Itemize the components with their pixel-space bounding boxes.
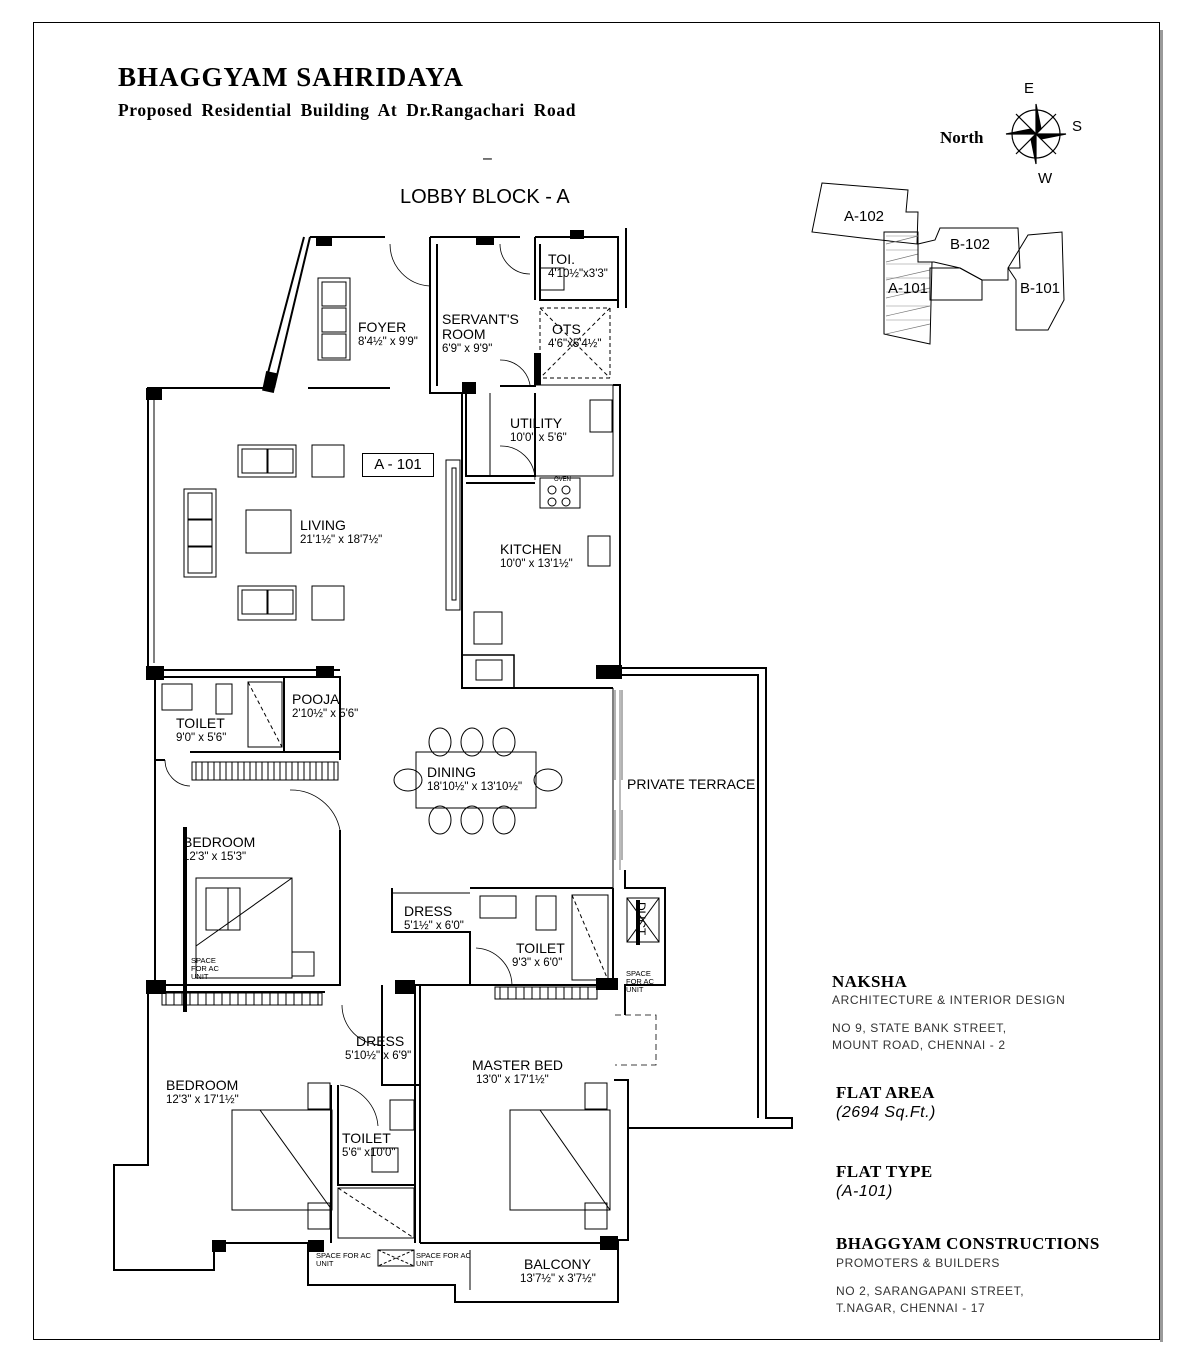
drawing-frame [33,22,1160,1340]
compass-rose [1005,103,1067,165]
ac-label-master: SPACE FOR AC UNIT [626,969,654,994]
room-name: BEDROOM [183,834,256,850]
room-dim: 10'0" x 5'6" [510,432,567,444]
wardrobes [161,761,598,1006]
room-foyer: FOYER 8'4½" x 9'9" [358,320,418,350]
room-utility: UTILITY 10'0" x 5'6" [510,416,567,446]
builder-name: BHAGGYAM CONSTRUCTIONS [836,1234,1100,1253]
flat-area-label: FLAT AREA [836,1083,935,1102]
room-name: OTS [552,321,581,337]
room-dim: 2'10½" x 5'6" [292,708,359,720]
columns [146,230,640,1252]
room-toilet-2: TOILET 9'3" x 6'0" [512,940,565,971]
room-name: TOILET [342,1130,391,1146]
room-name: BALCONY [524,1256,591,1272]
north-label: North [940,128,984,147]
room-dim: 18'10½" x 13'10½" [427,781,523,793]
ac-label-balcony-2: SPACE FOR AC UNIT [416,1251,471,1268]
room-dim: 4'10½"x3'3" [548,268,608,280]
room-dim: 9'0" x 5'6" [176,732,227,744]
compass-west: W [1038,170,1053,187]
room-toilet-1: TOILET 9'0" x 5'6" [176,716,226,746]
room-dim: 8'4½" x 9'9" [358,336,418,348]
room-toilet-3: TOILET 5'6" x10'0" [342,1131,395,1161]
room-name: KITCHEN [500,541,562,557]
architect-role: ARCHITECTURE & INTERIOR DESIGN [832,993,1066,1007]
builder-role: PROMOTERS & BUILDERS [836,1256,1001,1270]
room-dim: 12'3" x 17'1½" [166,1094,239,1106]
key-plan-unit-a102: A-102 [844,208,885,225]
key-plan-unit-b102: B-102 [950,236,991,253]
key-plan-unit-a101: A-101 [888,280,929,297]
room-name: PRIVATE TERRACE [627,776,756,792]
room-name: TOI. [548,251,575,267]
room-balcony: BALCONY 13'7½" x 3'7½" [520,1256,596,1287]
room-name: TOILET [176,715,225,731]
room-dim: 4'6"x5'4½" [548,338,602,350]
room-terrace: PRIVATE TERRACE [627,777,755,792]
builder-address-2: T.NAGAR, CHENNAI - 17 [836,1301,986,1315]
room-toi: TOI. 4'10½"x3'3" [548,252,608,282]
room-bedroom-2: BEDROOM 12'3" x 17'1½" [166,1078,239,1108]
room-dress-2: DRESS 5'10½" x 6'9" [345,1033,411,1064]
room-dim: 13'7½" x 3'7½" [520,1273,596,1285]
room-dim: 21'1½" x 18'7½" [300,534,383,546]
compass-east: E [1024,80,1035,97]
room-duct: DUCT [633,902,648,935]
room-pooja: POOJA 2'10½" x 5'6" [292,692,358,722]
room-name: FOYER [358,319,407,335]
room-kitchen: KITCHEN 10'0" x 13'1½" [500,542,573,572]
title-dash: – [483,150,492,167]
room-living: LIVING 21'1½" x 18'7½" [300,518,382,548]
room-dim: 12'3" x 15'3" [183,851,247,863]
flat-area-value: (2694 Sq.Ft.) [836,1104,936,1121]
room-name: BEDROOM [166,1077,239,1093]
architect-address-1: NO 9, STATE BANK STREET, [832,1021,1007,1035]
key-plan [811,182,1065,345]
room-name: LIVING [300,517,346,533]
flat-type-label: FLAT TYPE [836,1162,933,1181]
room-bedroom-1: BEDROOM 12'3" x 15'3" [183,835,255,865]
key-plan-unit-b101: B-101 [1020,280,1061,297]
room-servant: SERVANT'S ROOM 6'9" x 9'9" [442,312,519,357]
flat-tag: A - 101 [362,453,434,477]
architect-address-2: MOUNT ROAD, CHENNAI - 2 [832,1038,1006,1052]
project-title: BHAGGYAM SAHRIDAYA [118,62,464,92]
frame-shadow [1160,30,1163,1342]
ac-label-bedroom-1: SPACE FOR AC UNIT [191,956,219,981]
ac-label-balcony-1: SPACE FOR AC UNIT [316,1251,371,1268]
room-dining: DINING 18'10½" x 13'10½" [427,765,522,795]
room-dim: 13'0" x 17'1½" [476,1074,549,1086]
compass-south: S [1072,118,1083,135]
room-dim: 5'10½" x 6'9" [345,1050,412,1062]
architect-name: NAKSHA [832,972,908,991]
room-name: POOJA [292,691,340,707]
room-dim: 6'9" x 9'9" [442,343,493,355]
flat-type-value: (A-101) [836,1183,893,1200]
room-name-2: ROOM [442,326,486,342]
project-subtitle: Proposed Residential Building At Dr.Rang… [118,100,577,120]
room-name: MASTER BED [472,1057,564,1073]
room-name: DINING [427,764,476,780]
room-dim: 5'6" x10'0" [342,1147,396,1159]
room-name: DUCT [634,902,648,936]
room-master-bed: MASTER BED 13'0" x 17'1½" [472,1058,563,1088]
builder-address-1: NO 2, SARANGAPANI STREET, [836,1284,1025,1298]
sliding-doors [614,690,623,860]
furniture [161,267,660,1267]
room-dim: 10'0" x 13'1½" [500,558,573,570]
oven-label: OVEN [554,477,572,483]
room-name: DRESS [356,1033,405,1049]
room-name: UTILITY [510,415,563,431]
door-swings [164,243,536,1127]
room-name: DRESS [404,903,453,919]
lobby-label: LOBBY BLOCK - A [400,186,570,208]
room-dim: 9'3" x 6'0" [512,957,563,969]
room-dim: 5'1½" x 6'0" [404,920,464,932]
room-dress-1: DRESS 5'1½" x 6'0" [404,904,464,934]
room-name: SERVANT'S [442,311,519,327]
room-ots: OTS 4'6"x5'4½" [548,321,601,352]
room-name: TOILET [516,940,565,956]
